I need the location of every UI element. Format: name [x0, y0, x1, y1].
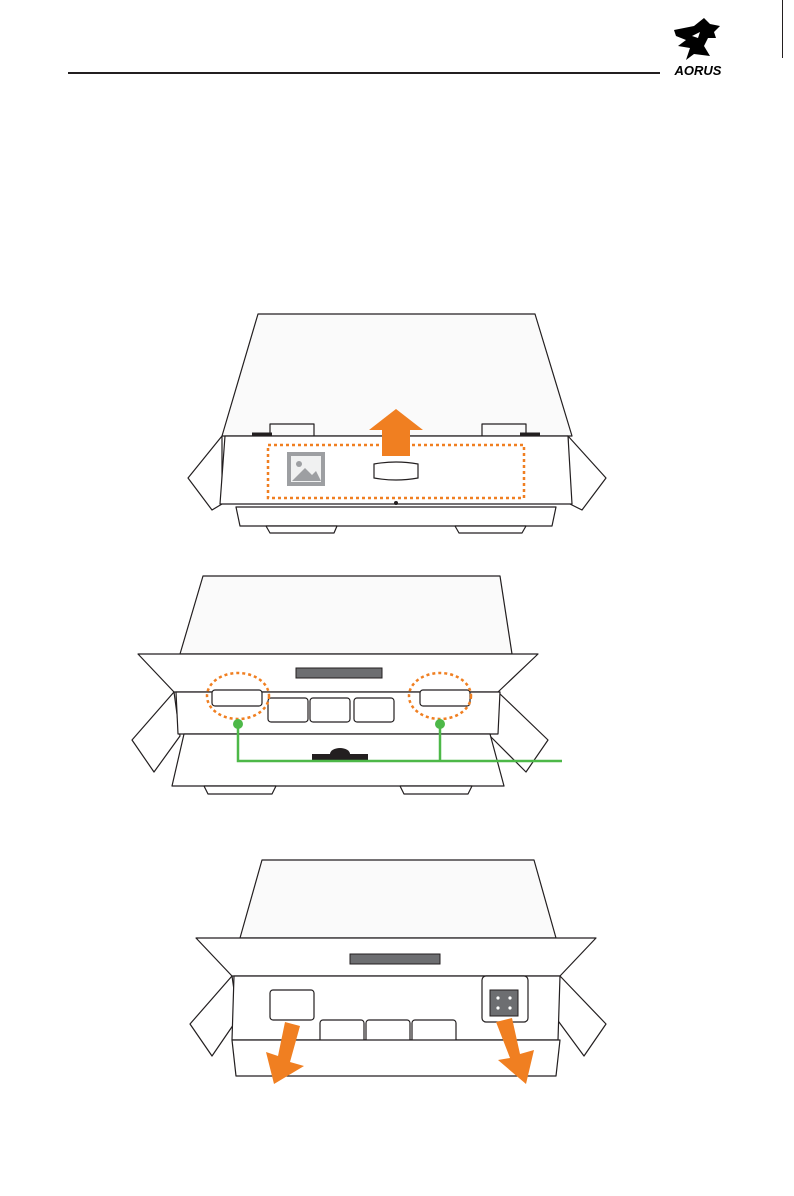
header-rule	[68, 72, 660, 74]
figure-step-2	[0, 570, 794, 800]
figure-step-3	[0, 852, 794, 1092]
figure-step-1	[0, 300, 794, 540]
box-open-lid-illustration	[0, 300, 794, 540]
aorus-logo: AORUS	[664, 16, 726, 82]
image-icon	[287, 452, 325, 486]
box-foam-tabs-illustration	[0, 570, 794, 800]
margin-guide-line	[782, 0, 783, 58]
handle-icon	[374, 462, 418, 480]
box-remove-foam-illustration	[0, 852, 794, 1092]
aorus-wordmark: AORUS	[670, 62, 726, 78]
svg-text:AORUS: AORUS	[674, 63, 722, 78]
